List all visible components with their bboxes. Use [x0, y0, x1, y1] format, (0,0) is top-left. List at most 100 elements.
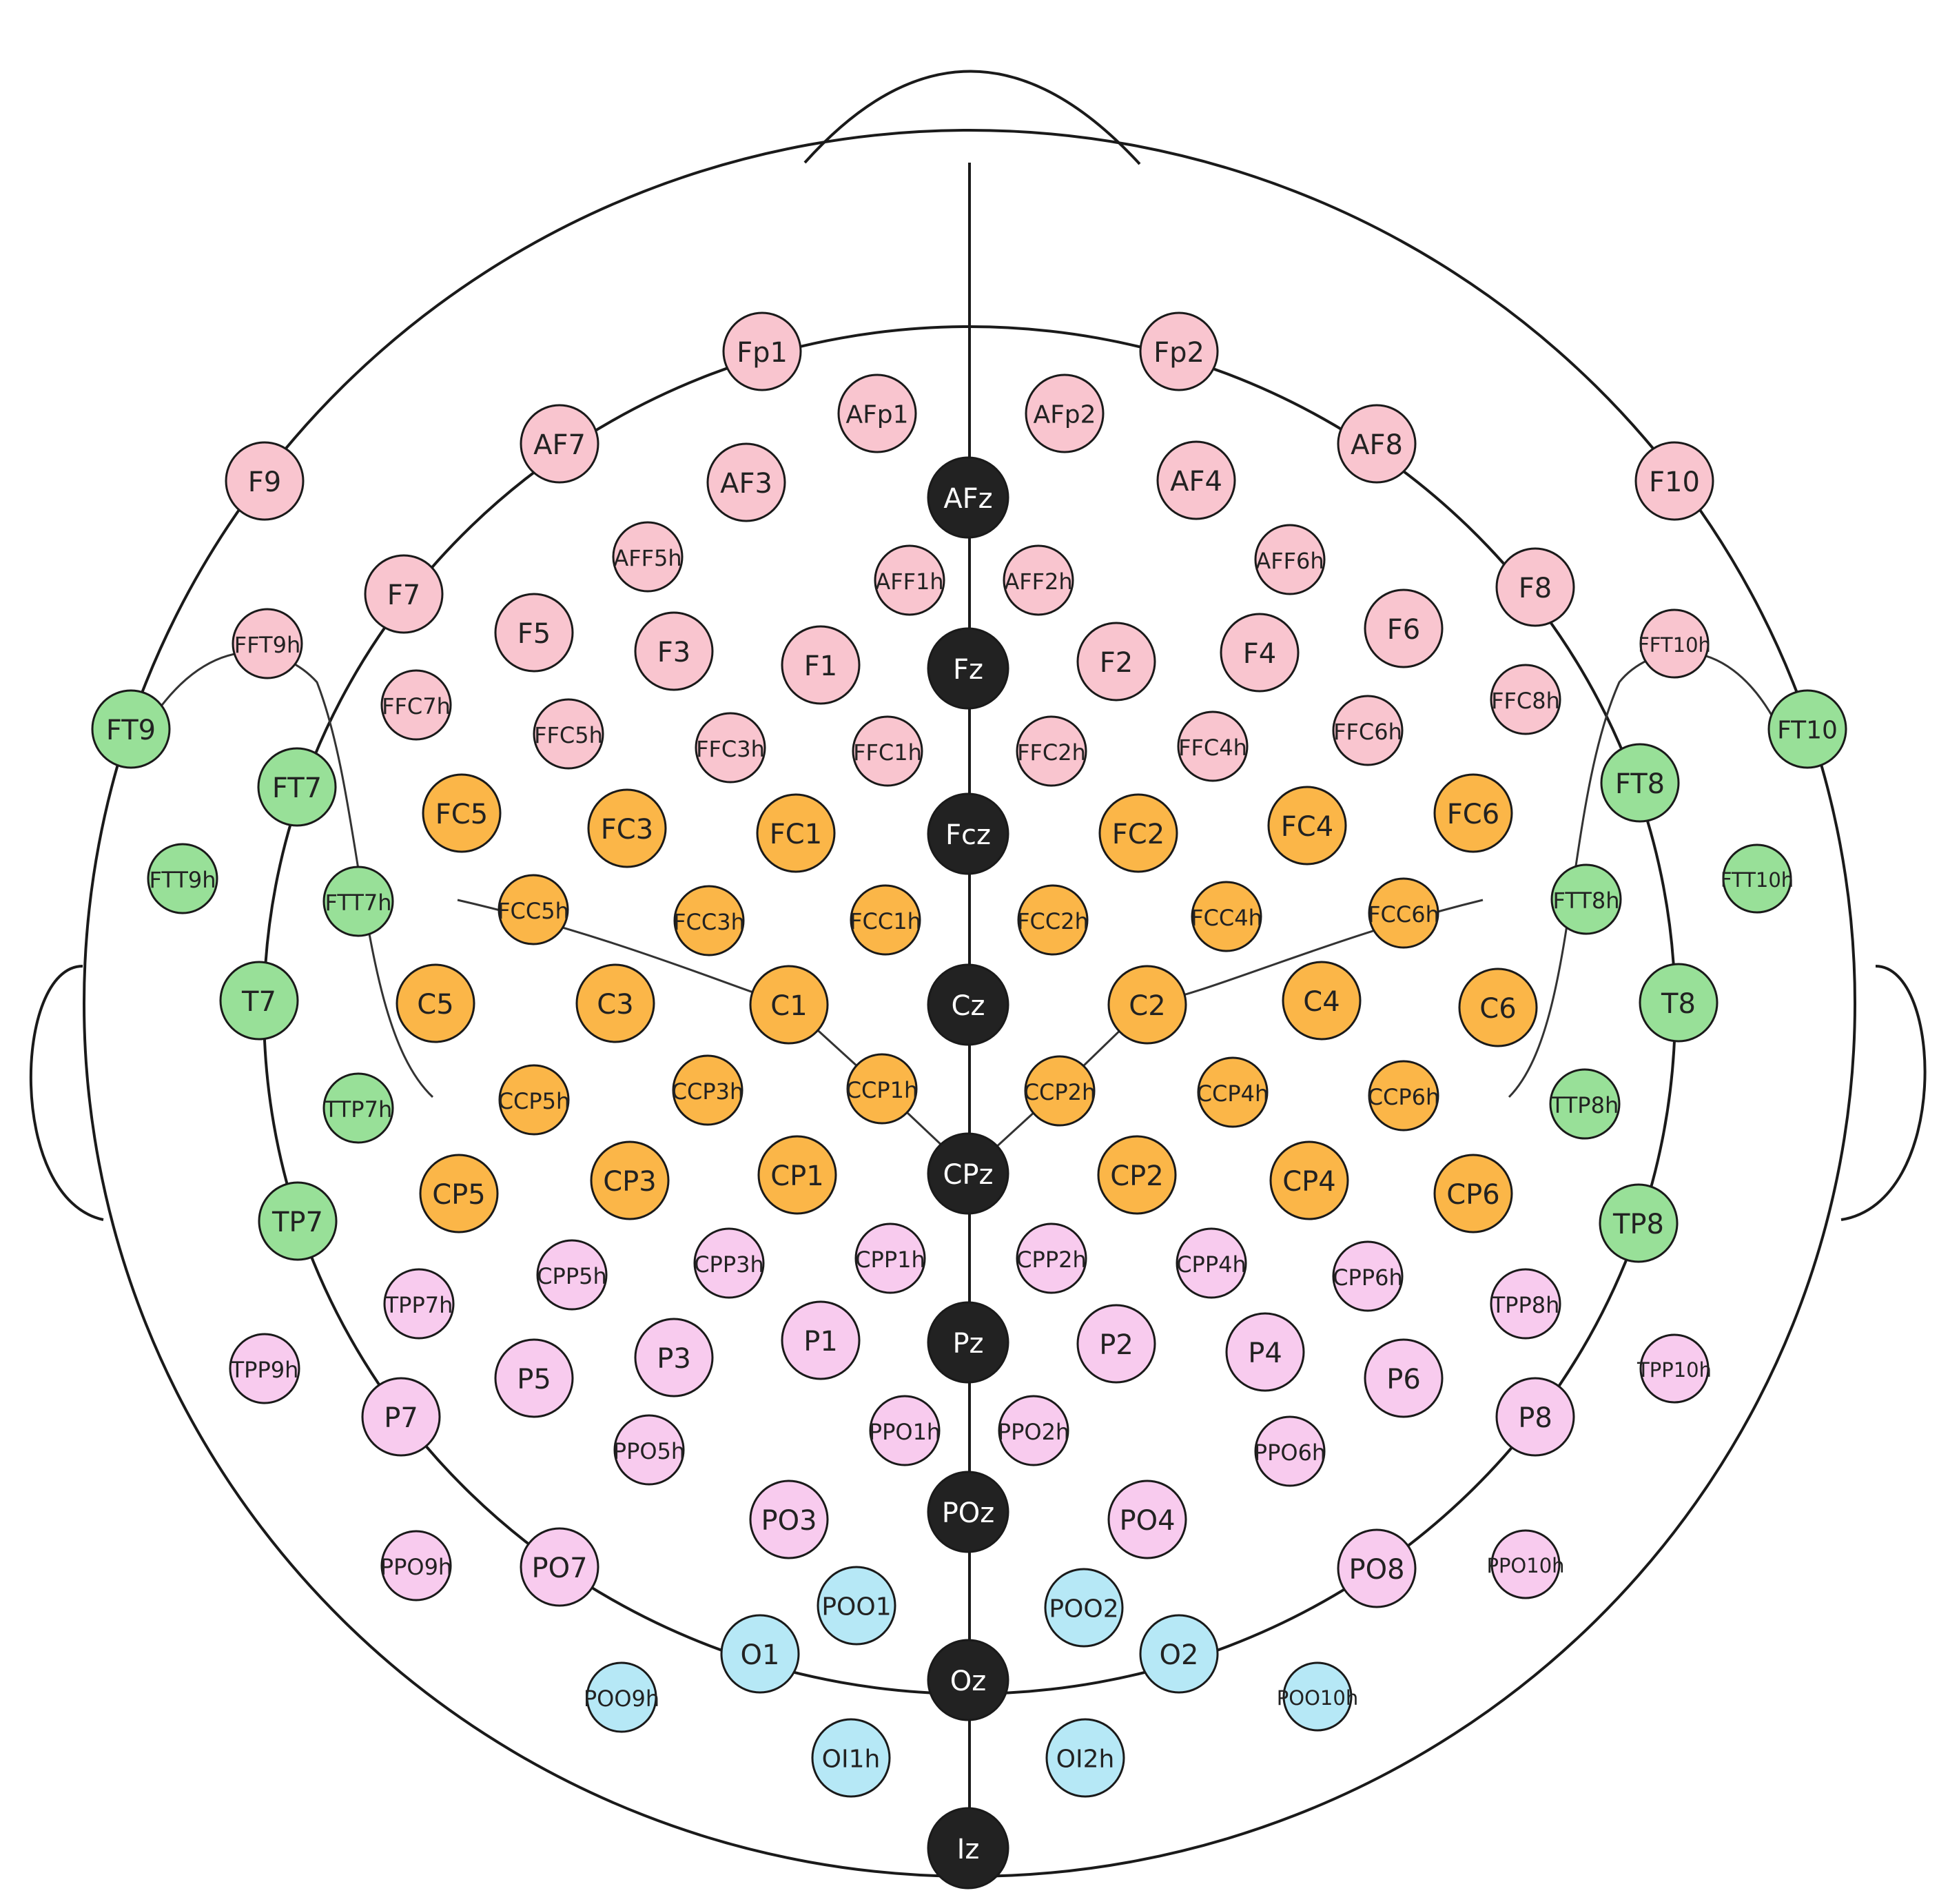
electrode-label: FCC3h [673, 909, 745, 935]
electrode-label: CPP2h [1016, 1247, 1087, 1273]
electrode-label: TP8 [1612, 1209, 1664, 1240]
electrode-marker [1337, 1528, 1417, 1608]
electrode-marker [1722, 843, 1792, 914]
electrode-marker [1433, 773, 1513, 853]
electrode-marker [927, 456, 1009, 539]
electrode-label: AFp1 [845, 401, 908, 429]
electrode-label: FFT9h [234, 632, 300, 658]
electrode-marker [419, 1154, 499, 1233]
electrode-tp8: TP8 [1599, 1183, 1679, 1263]
electrode-tpp10h: TPP10h [1637, 1333, 1712, 1404]
electrode-label: PPO2h [998, 1419, 1069, 1445]
electrode-marker [695, 712, 766, 784]
electrode-marker [1364, 1338, 1444, 1418]
electrode-marker [1254, 1415, 1326, 1487]
electrode-f9: F9 [225, 441, 305, 521]
electrode-label: FC3 [601, 814, 653, 846]
electrode-fcz: Fcz [927, 792, 1009, 875]
electrode-marker [497, 874, 569, 945]
electrode-label: CP5 [432, 1179, 486, 1211]
electrode-label: FCC2h [1017, 908, 1089, 934]
electrode-afp2: AFp2 [1025, 373, 1105, 453]
electrode-label: FT8 [1615, 768, 1665, 800]
electrode-fcc1h: FCC1h [850, 884, 921, 956]
electrode-cz: Cz [927, 963, 1009, 1046]
electrode-cpz: CPz [927, 1132, 1009, 1215]
electrode-marker [927, 1132, 1009, 1215]
electrode-marker [1599, 1183, 1679, 1263]
electrode-label: CP6 [1446, 1179, 1500, 1211]
electrode-fcc3h: FCC3h [673, 885, 745, 956]
electrode-marker [1003, 544, 1074, 616]
electrode-ffc2h: FFC2h [1016, 715, 1087, 787]
electrode-cp3: CP3 [590, 1140, 670, 1220]
electrode-c3: C3 [575, 963, 655, 1043]
electrode-f10: F10 [1634, 441, 1714, 521]
electrode-ft9: FT9 [91, 689, 171, 769]
electrode-marker [1045, 1718, 1125, 1798]
electrode-marker [1495, 1377, 1575, 1457]
electrode-marker [258, 1181, 338, 1261]
electrode-label: OI2h [1056, 1746, 1115, 1774]
electrode-label: C1 [770, 990, 807, 1022]
electrode-marker [1282, 1661, 1353, 1732]
electrode-marker [927, 963, 1009, 1046]
electrode-label: CPP4h [1176, 1251, 1246, 1278]
electrode-p7: P7 [361, 1377, 441, 1457]
electrode-label: CPP1h [855, 1247, 925, 1273]
electrode-label: CPP6h [1333, 1265, 1403, 1291]
electrode-o2: O2 [1139, 1614, 1219, 1694]
electrode-label: F8 [1519, 573, 1552, 604]
electrode-poo10h: POO10h [1277, 1661, 1358, 1732]
electrode-marker [1634, 441, 1714, 521]
electrode-f4: F4 [1220, 613, 1300, 693]
electrode-label: PO8 [1348, 1554, 1404, 1586]
electrode-ccp6h: CCP6h [1368, 1060, 1439, 1132]
electrode-tp7: TP7 [258, 1181, 338, 1261]
electrode-label: F7 [387, 580, 420, 611]
electrode-label: PO7 [531, 1553, 587, 1584]
electrode-marker [1282, 961, 1362, 1041]
electrode-p6: P6 [1364, 1338, 1444, 1418]
electrode-label: FTT7h [325, 890, 391, 916]
electrode-label: POO9h [584, 1686, 659, 1712]
electrode-f2: F2 [1076, 622, 1156, 702]
electrode-marker [927, 1301, 1009, 1384]
electrode-marker [634, 1318, 714, 1398]
electrode-marker [927, 1807, 1009, 1890]
electrode-label: AF8 [1351, 429, 1403, 461]
electrode-marker [1433, 1154, 1513, 1233]
electrode-marker [147, 843, 218, 914]
electrode-marker [693, 1227, 765, 1299]
electrode-cpp1h: CPP1h [854, 1222, 926, 1294]
electrode-marker [232, 608, 303, 679]
electrode-label: P7 [384, 1402, 418, 1434]
electrode-marker [781, 625, 861, 705]
electrode-marker [380, 669, 452, 741]
electrode-marker [850, 884, 921, 956]
electrode-cp1: CP1 [757, 1135, 837, 1215]
electrode-marker [257, 747, 337, 827]
electrode-label: CCP3h [672, 1078, 744, 1105]
electrode-label: C5 [417, 989, 453, 1021]
electrode-marker [1107, 1480, 1187, 1559]
right-temporal-curve [1508, 651, 1778, 1098]
electrode-label: FC4 [1281, 811, 1333, 843]
electrode-marker [586, 1661, 657, 1733]
electrode-marker [757, 1135, 837, 1215]
electrode-label: TPP9h [230, 1357, 299, 1383]
electrode-cpp3h: CPP3h [693, 1227, 765, 1299]
electrode-ft10: FT10 [1767, 689, 1847, 769]
electrode-fcc5h: FCC5h [497, 874, 569, 945]
electrode-ffc4h: FFC4h [1177, 710, 1249, 782]
electrode-label: FCC6h [1368, 901, 1439, 928]
electrode-ccp4h: CCP4h [1197, 1056, 1269, 1128]
electrode-marker [1176, 1227, 1247, 1299]
electrode-label: AFF1h [875, 569, 943, 595]
electrode-marker [498, 1064, 570, 1136]
electrode-aff6h: AFF6h [1254, 524, 1326, 595]
electrode-marker [383, 1268, 455, 1340]
electrode-cp6: CP6 [1433, 1154, 1513, 1233]
electrode-f5: F5 [494, 593, 574, 673]
electrode-marker [1097, 1135, 1177, 1215]
